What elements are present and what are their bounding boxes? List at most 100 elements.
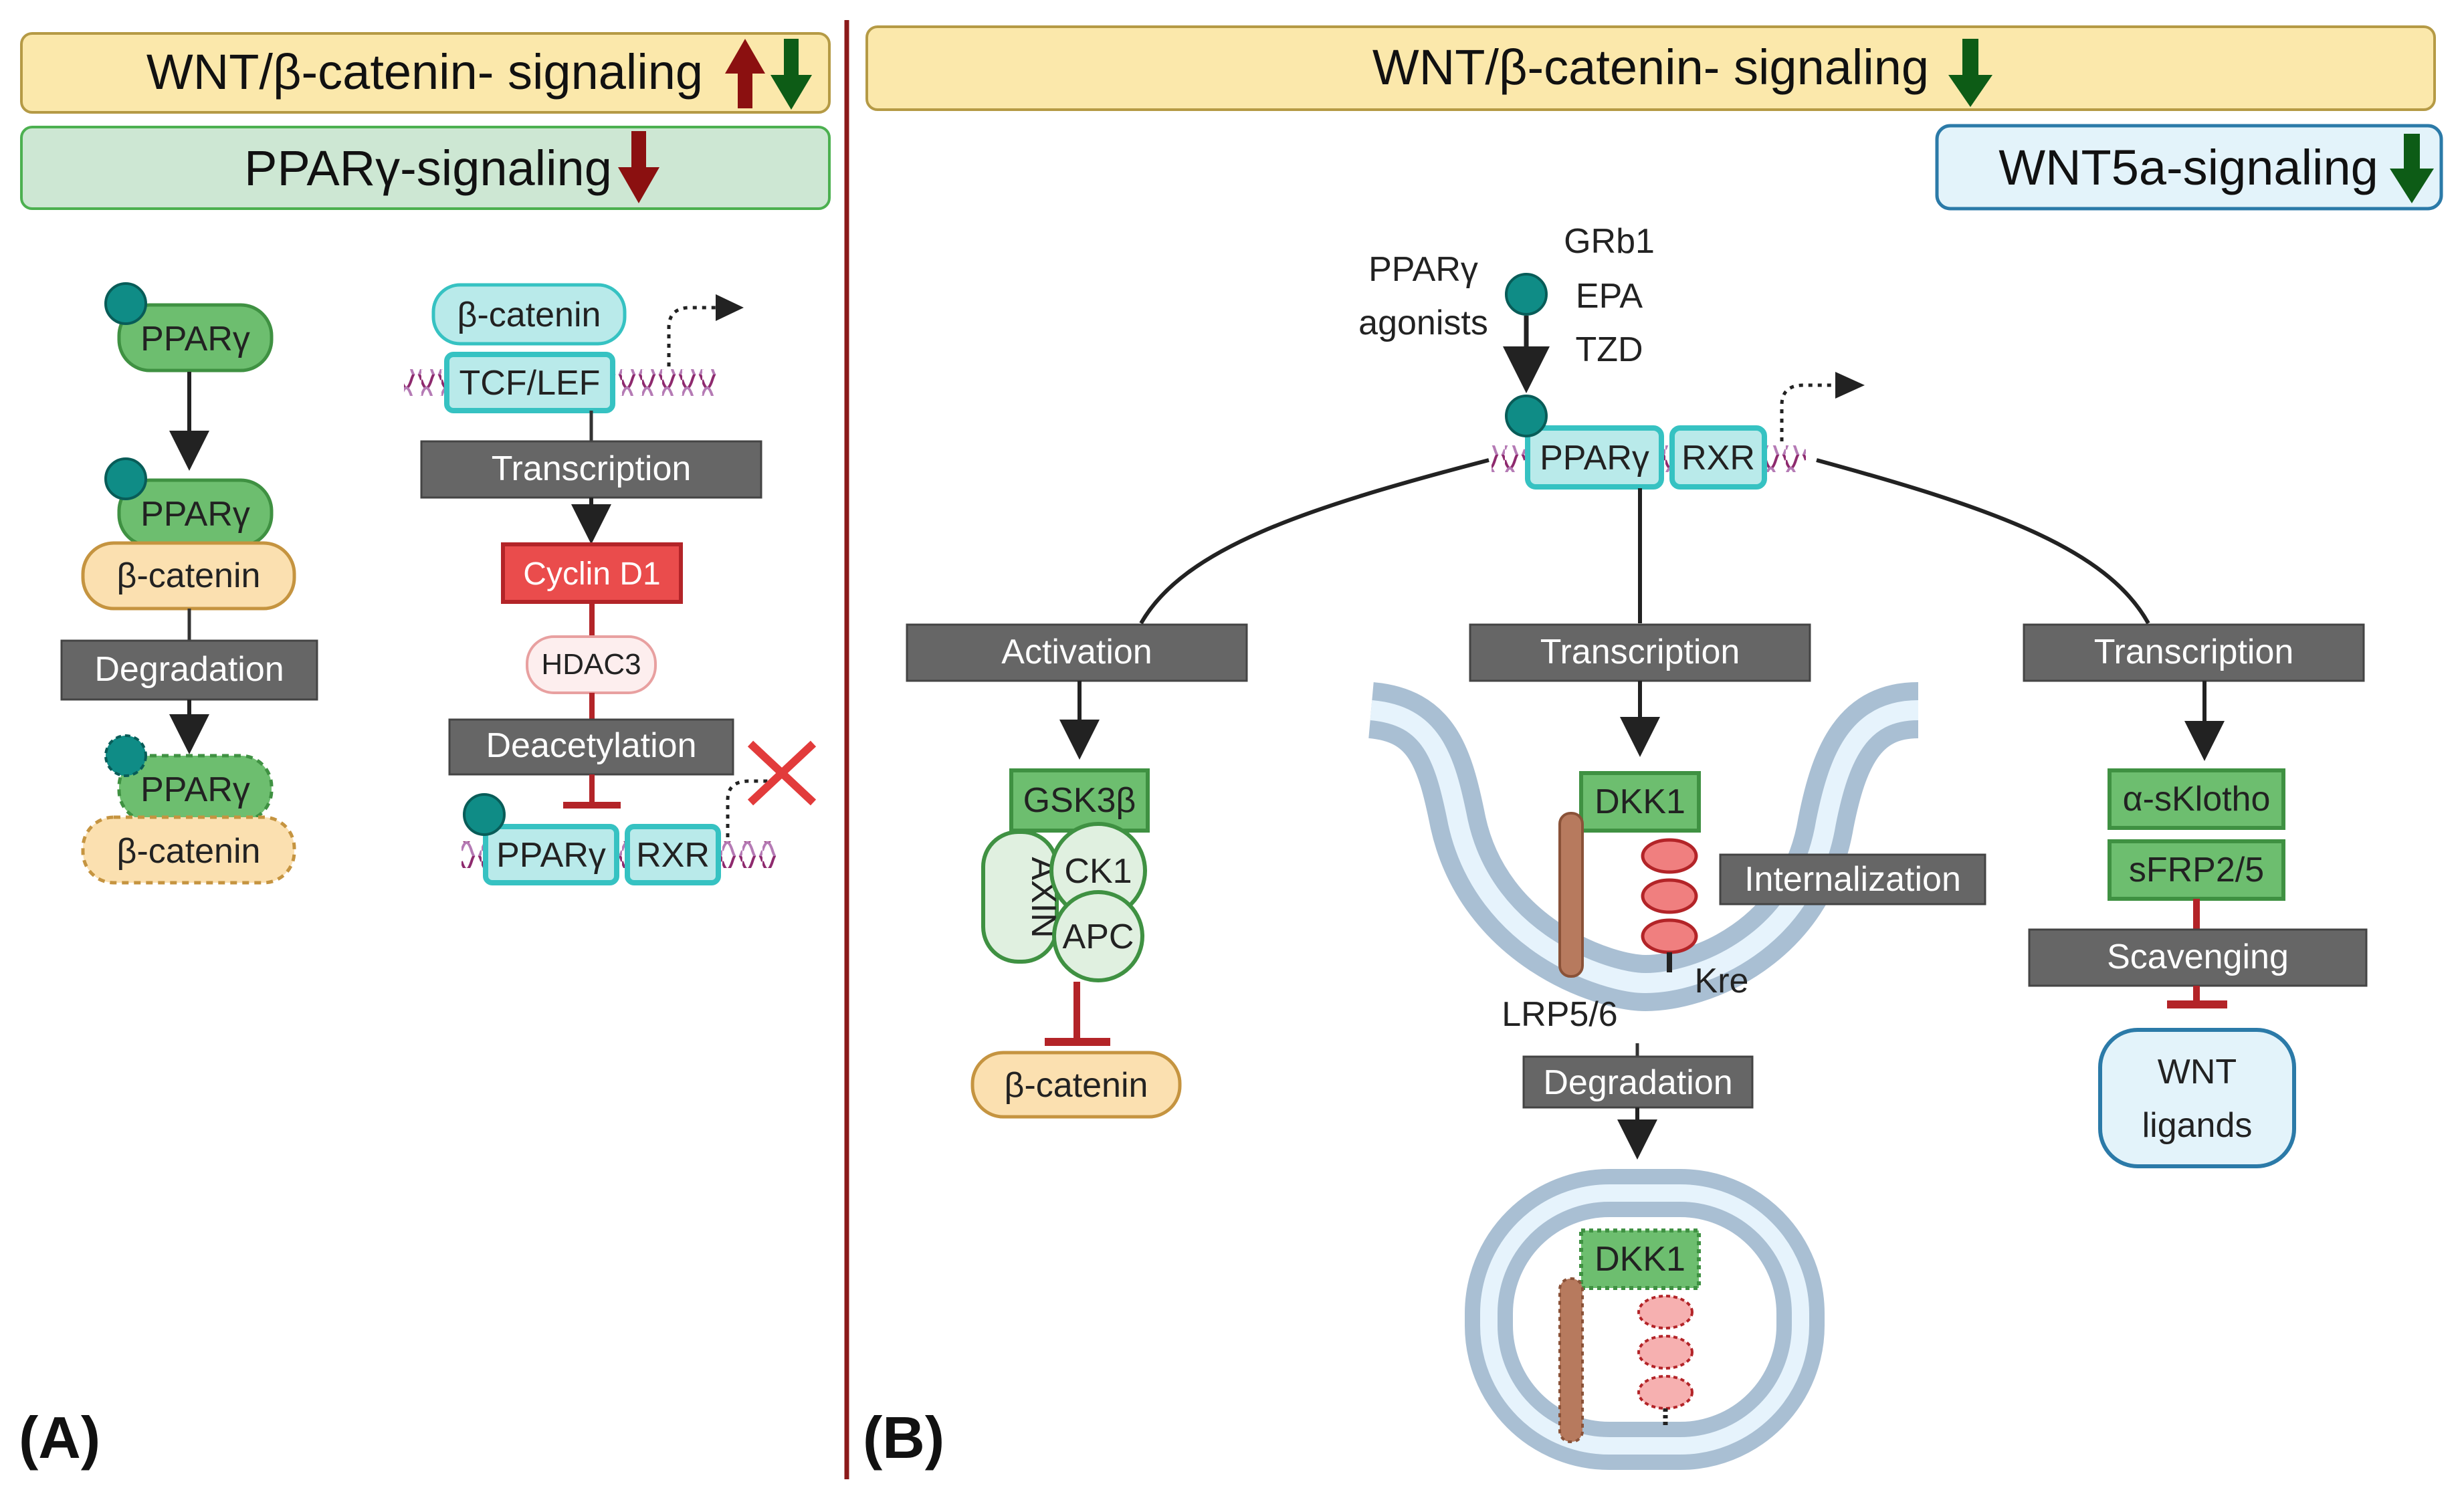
lrp-receptor-icon	[1558, 812, 1584, 978]
pparg-node-3-degraded: PPARγ	[117, 754, 274, 823]
axin-node: AXIN	[981, 830, 1063, 964]
transcription-start-arrow	[667, 306, 721, 366]
beta-catenin-node-b: β-catenin	[970, 1051, 1182, 1119]
ligand-icon	[1505, 273, 1548, 316]
svg-text:PPARγ: PPARγ	[140, 495, 250, 534]
svg-text:PPARγ: PPARγ	[140, 770, 250, 809]
svg-text:ligands: ligands	[2142, 1106, 2253, 1145]
tcf-lef-box: TCF/LEF	[444, 352, 615, 413]
svg-text:GSK3β: GSK3β	[1023, 781, 1136, 820]
beta-catenin-node-1: β-catenin	[81, 541, 296, 611]
transcription-start-arrow	[1780, 383, 1833, 441]
svg-text:Degradation: Degradation	[94, 650, 284, 689]
svg-text:PPARγ: PPARγ	[496, 836, 606, 875]
degradation-box-b: Degradation	[1522, 1055, 1754, 1109]
arrow-head-icon	[716, 294, 744, 321]
svg-text:APC: APC	[1063, 918, 1134, 956]
svg-text:α-sKlotho: α-sKlotho	[2123, 780, 2271, 819]
wnt-ligands-node: WNT ligands	[2098, 1028, 2296, 1168]
ligand-icon	[104, 282, 147, 325]
cyclin-d1-box: Cyclin D1	[501, 542, 683, 604]
svg-text:Cyclin D1: Cyclin D1	[523, 556, 660, 592]
svg-text:PPARγ: PPARγ	[140, 320, 250, 358]
banner-pparg-a-label: PPARγ-signaling	[244, 140, 612, 196]
scavenging-box: Scavenging	[2028, 928, 2368, 987]
agonists-label-2: agonists	[1358, 304, 1488, 342]
epa-label: EPA	[1576, 277, 1643, 316]
gsk3b-box: GSK3β	[1009, 768, 1150, 833]
arrow-head-icon	[1835, 372, 1865, 399]
svg-text:β-catenin: β-catenin	[1005, 1066, 1148, 1105]
down-arrow-icon	[2390, 134, 2434, 203]
branch-line-left	[1139, 458, 1490, 625]
hdac3-node: HDAC3	[526, 635, 657, 694]
panel-b: WNT/β-catenin- signaling WNT5a-signaling…	[863, 25, 2443, 1471]
panel-a-label: (A)	[19, 1404, 100, 1471]
degradation-box-a: Degradation	[60, 639, 318, 701]
beta-catenin-top: β-catenin	[431, 283, 627, 346]
svg-text:PPARγ: PPARγ	[1540, 439, 1649, 477]
ligand-icon	[1505, 395, 1548, 437]
sklotho-box: α-sKlotho	[2108, 768, 2285, 830]
dkk1-vesicle-box: DKK1	[1579, 1228, 1701, 1290]
svg-text:β-catenin: β-catenin	[117, 832, 261, 871]
transcription-box-right: Transcription	[2023, 623, 2365, 682]
ligand-icon	[463, 793, 506, 836]
panel-b-label: (B)	[863, 1404, 944, 1471]
agonists-label-1: PPARγ	[1368, 250, 1478, 289]
transcription-start-arrow	[726, 779, 776, 837]
pparg-node-1: PPARγ	[117, 303, 274, 372]
svg-text:Transcription: Transcription	[2094, 633, 2294, 671]
kremen-receptor-icon	[1641, 838, 1698, 972]
panel-a: WNT/β-catenin- signaling PPARγ-signaling…	[19, 32, 831, 1471]
pparg-node-2: PPARγ	[117, 478, 274, 548]
banner-wnt-a-label: WNT/β-catenin- signaling	[146, 44, 703, 100]
banner-pparg-a	[20, 126, 831, 210]
svg-text:DKK1: DKK1	[1595, 1240, 1685, 1279]
svg-text:DKK1: DKK1	[1595, 782, 1685, 821]
svg-text:Internalization: Internalization	[1744, 860, 1961, 899]
rxr-box-b: RXR	[1669, 425, 1767, 490]
lrp-receptor-icon	[1558, 1277, 1584, 1443]
rxr-box-a: RXR	[625, 824, 721, 885]
svg-text:sFRP2/5: sFRP2/5	[2129, 851, 2264, 889]
internalization-box: Internalization	[1719, 853, 1986, 905]
dkk1-box: DKK1	[1579, 771, 1701, 833]
pparg-box-a: PPARγ	[483, 824, 619, 885]
banner-wnt-b-label: WNT/β-catenin- signaling	[1372, 39, 1929, 95]
membrane-lumen	[1370, 700, 1919, 994]
sfrp-box: sFRP2/5	[2108, 839, 2285, 901]
beta-catenin-node-2-degraded: β-catenin	[81, 815, 296, 885]
svg-text:Scavenging: Scavenging	[2107, 938, 2289, 976]
svg-text:TCF/LEF: TCF/LEF	[459, 364, 601, 403]
tzd-label: TZD	[1575, 330, 1643, 369]
lrp-label: LRP5/6	[1502, 995, 1617, 1034]
ck1-node: CK1	[1049, 822, 1147, 920]
ligand-icon	[104, 457, 147, 500]
banner-wnt5a-label: WNT5a-signaling	[1998, 140, 2378, 195]
pparg-box-b: PPARγ	[1525, 425, 1664, 490]
svg-text:RXR: RXR	[636, 836, 710, 875]
transcription-box-mid: Transcription	[1469, 623, 1811, 682]
svg-text:CK1: CK1	[1064, 852, 1132, 891]
down-arrow-icon	[771, 39, 812, 110]
transcription-box-a: Transcription	[420, 440, 762, 499]
vesicle-lumen	[1480, 1184, 1809, 1455]
banner-wnt5a	[1935, 124, 2443, 211]
svg-text:Transcription: Transcription	[1540, 633, 1740, 671]
blocked-x-icon	[747, 740, 817, 806]
banner-wnt-a	[20, 32, 831, 114]
grb1-label: GRb1	[1564, 222, 1655, 261]
svg-text:Activation: Activation	[1001, 633, 1152, 671]
kre-label: Kre	[1695, 962, 1749, 1000]
svg-text:β-catenin: β-catenin	[457, 296, 601, 334]
svg-text:Transcription: Transcription	[492, 449, 692, 488]
kremen-receptor-icon	[1637, 1295, 1693, 1427]
svg-text:β-catenin: β-catenin	[117, 556, 261, 595]
down-arrow-icon	[618, 131, 659, 203]
svg-text:RXR: RXR	[1681, 439, 1755, 477]
ligand-icon	[104, 734, 147, 777]
branch-line-right	[1816, 458, 2150, 625]
svg-text:HDAC3: HDAC3	[541, 648, 641, 681]
